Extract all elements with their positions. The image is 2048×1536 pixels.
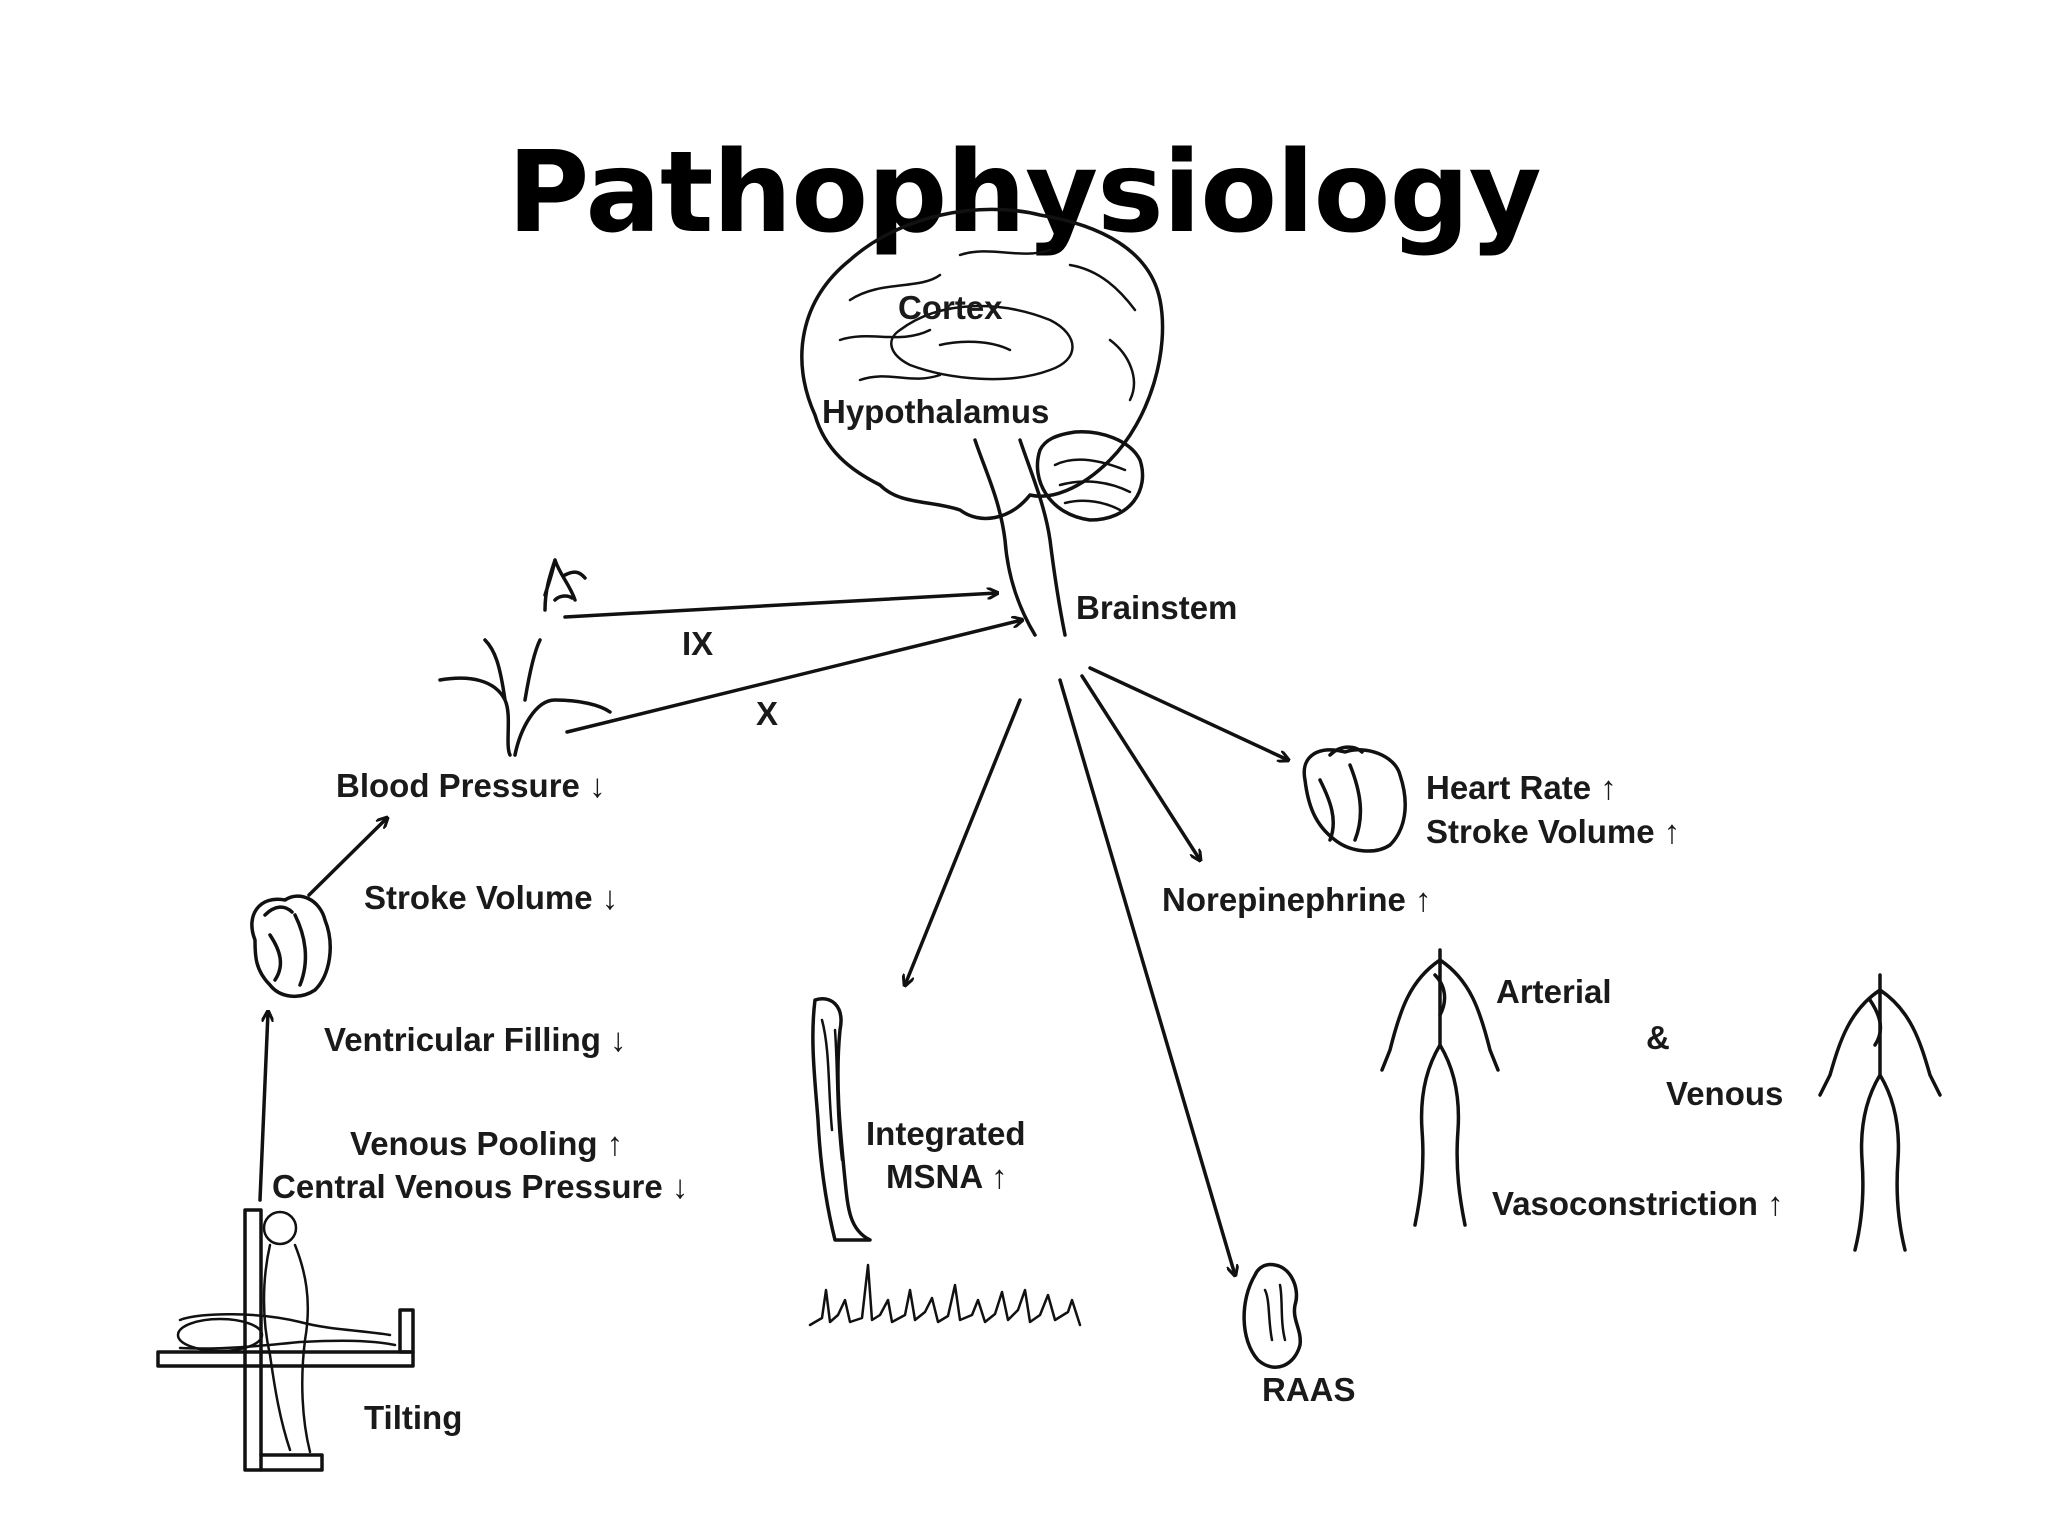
arrow-brainstem-to-heart (1088, 666, 1288, 760)
nerve-x-label: X (756, 695, 779, 732)
page-title: Pathophysiology (507, 128, 1541, 258)
arrow-x-to-brainstem (565, 620, 1022, 734)
brain-illustration (800, 207, 1165, 637)
ampersand-label: & (1646, 1019, 1670, 1056)
arterial-label: Arterial (1496, 973, 1612, 1010)
msna-trace (808, 1263, 1082, 1327)
venous-label: Venous (1666, 1075, 1784, 1112)
arrow-tilting-to-heart (258, 1012, 268, 1202)
cortex-label: Cortex (898, 289, 1003, 326)
arrow-heart-to-blood-pressure (307, 818, 387, 897)
kidney-icon (1242, 1262, 1302, 1369)
venous-tree-illustration (1818, 973, 1942, 1252)
hypothalamus-label: Hypothalamus (822, 393, 1050, 430)
heart-rate-label: Heart Rate ↑ (1426, 769, 1617, 806)
arrow-brainstem-to-msna (905, 698, 1022, 985)
arrow-brainstem-to-norepinephrine (1080, 674, 1200, 860)
carotid-sinus-illustration (543, 558, 587, 612)
norepinephrine-label: Norepinephrine ↑ (1162, 881, 1432, 918)
arrow-brainstem-to-raas (1058, 678, 1235, 1275)
stroke-volume-down-label: Stroke Volume ↓ (364, 879, 619, 916)
blood-pressure-label: Blood Pressure ↓ (336, 767, 606, 804)
arterial-tree-illustration (1380, 948, 1500, 1227)
heart-icon (250, 894, 332, 998)
arrow-ix-to-brainstem (563, 593, 997, 619)
msna-label: MSNA ↑ (886, 1158, 1008, 1195)
tilt-table-illustration (156, 1208, 415, 1472)
vasoconstriction-label: Vasoconstriction ↑ (1492, 1185, 1784, 1222)
nerve-ix-label: IX (682, 625, 714, 662)
ventricular-filling-label: Ventricular Filling ↓ (324, 1021, 627, 1058)
stroke-volume-up-label: Stroke Volume ↑ (1426, 813, 1681, 850)
integrated-label: Integrated (866, 1115, 1026, 1152)
raas-label: RAAS (1262, 1371, 1356, 1408)
brainstem-label: Brainstem (1076, 589, 1238, 626)
leg-illustration (811, 997, 872, 1242)
aortic-arch-illustration (438, 638, 612, 757)
venous-pooling-label: Venous Pooling ↑ (350, 1125, 624, 1162)
heart-icon (1302, 745, 1407, 853)
tilting-label: Tilting (364, 1399, 463, 1436)
central-venous-pressure-label: Central Venous Pressure ↓ (272, 1168, 689, 1205)
